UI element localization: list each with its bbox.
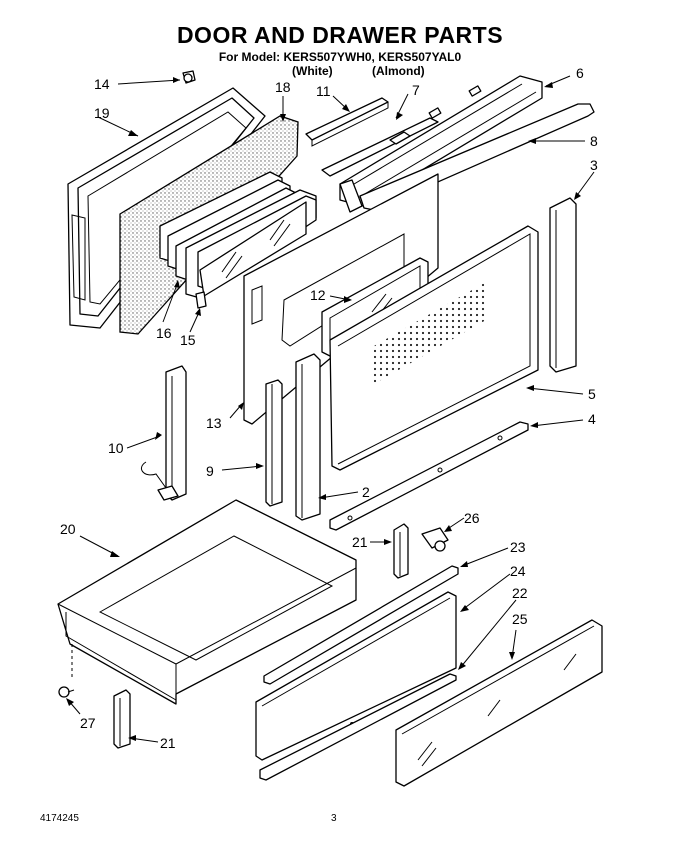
part-26-drawer-roller bbox=[421, 517, 465, 552]
callout-7: 7 bbox=[412, 82, 420, 98]
callout-22: 22 bbox=[512, 585, 528, 601]
callout-8: 8 bbox=[590, 133, 598, 149]
document-number: 4174245 bbox=[40, 813, 79, 824]
callout-4: 4 bbox=[588, 411, 596, 427]
variant-white-label: (White) bbox=[292, 64, 333, 78]
callout-25: 25 bbox=[512, 611, 528, 627]
callout-10: 10 bbox=[108, 440, 124, 456]
callout-14: 14 bbox=[94, 76, 110, 92]
part-20-drawer bbox=[57, 499, 357, 705]
callout-15: 15 bbox=[180, 332, 196, 348]
part-2-door-side bbox=[295, 353, 359, 521]
part-9-side-channel bbox=[221, 379, 283, 507]
callout-23: 23 bbox=[510, 539, 526, 555]
variant-almond-label: (Almond) bbox=[372, 64, 425, 78]
part-22-drawer-bottom-trim bbox=[259, 599, 517, 781]
callout-12: 12 bbox=[310, 287, 326, 303]
callout-27: 27 bbox=[80, 715, 96, 731]
part-23-drawer-top-trim bbox=[263, 547, 509, 685]
callout-6: 6 bbox=[576, 65, 584, 81]
callout-20: 20 bbox=[60, 521, 76, 537]
callout-21-lower: 21 bbox=[160, 735, 176, 751]
callout-13: 13 bbox=[206, 415, 222, 431]
callout-5: 5 bbox=[588, 386, 596, 402]
callout-2: 2 bbox=[362, 484, 370, 500]
callout-21-upper: 21 bbox=[352, 534, 368, 550]
part-27-drawer-screw bbox=[58, 644, 81, 715]
part-11-vent-bracket bbox=[305, 95, 389, 147]
part-5-outer-door-panel bbox=[329, 225, 584, 471]
part-4-door-bottom-trim bbox=[329, 419, 584, 531]
callout-26: 26 bbox=[464, 510, 480, 526]
part-15-glass-pack bbox=[185, 189, 317, 333]
part-3-side-trim bbox=[549, 171, 595, 373]
callout-11: 11 bbox=[316, 83, 331, 99]
part-7-door-vent bbox=[321, 93, 439, 177]
part-6-door-top-trim bbox=[339, 75, 571, 213]
callout-16: 16 bbox=[156, 325, 172, 341]
callout-3: 3 bbox=[590, 157, 598, 173]
part-21-drawer-slide-upper bbox=[370, 523, 409, 579]
callout-9: 9 bbox=[206, 463, 214, 479]
page-number: 3 bbox=[331, 813, 337, 824]
part-14-screw bbox=[117, 70, 196, 85]
part-25-drawer-glass bbox=[395, 619, 603, 787]
part-24-drawer-front bbox=[255, 573, 511, 761]
callout-24: 24 bbox=[510, 563, 526, 579]
part-10-hinge-bracket bbox=[126, 365, 187, 501]
callout-18: 18 bbox=[275, 79, 291, 95]
model-line: For Model: KERS507YWH0, KERS507YAL0 bbox=[218, 50, 462, 64]
part-21-drawer-slide-lower bbox=[113, 689, 159, 749]
page-title: DOOR AND DRAWER PARTS bbox=[176, 22, 504, 48]
callout-19: 19 bbox=[94, 105, 110, 121]
